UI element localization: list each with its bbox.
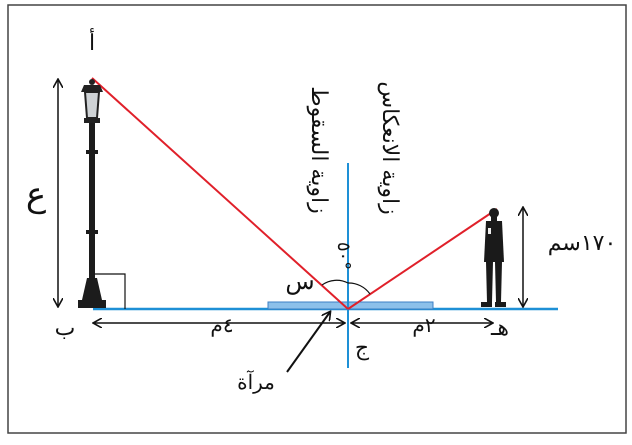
- label-point-b: ب: [55, 316, 76, 341]
- label-point-s: س: [285, 267, 314, 295]
- label-distance-right: ٢م: [412, 313, 435, 337]
- label-incidence-angle: زاوية السقوط: [306, 86, 331, 214]
- person-silhouette: [481, 208, 506, 307]
- reflected-ray: [347, 208, 498, 310]
- incidence-arc: [321, 279, 349, 286]
- label-distance-left: ٤م: [210, 313, 233, 337]
- reflection-arc: [347, 282, 371, 295]
- label-point-h: هـ: [490, 316, 509, 341]
- right-angle-marker: [92, 273, 126, 309]
- incident-ray: [91, 77, 349, 310]
- mirror-pointer-arrow: [286, 312, 330, 373]
- label-angle-value: ٥٠°: [333, 242, 354, 270]
- label-mirror: مرآة: [237, 370, 275, 394]
- mirror-strip: [267, 301, 434, 310]
- label-reflection-angle: زاوية الانعكاس: [377, 81, 402, 214]
- label-point-j: ج: [355, 336, 370, 361]
- label-person-height: ١٧٠سم: [548, 231, 617, 256]
- label-height-unknown: ع: [26, 175, 46, 215]
- label-point-a: أ: [89, 27, 95, 56]
- lamp-post: [78, 79, 106, 308]
- figure-frame: [7, 4, 627, 434]
